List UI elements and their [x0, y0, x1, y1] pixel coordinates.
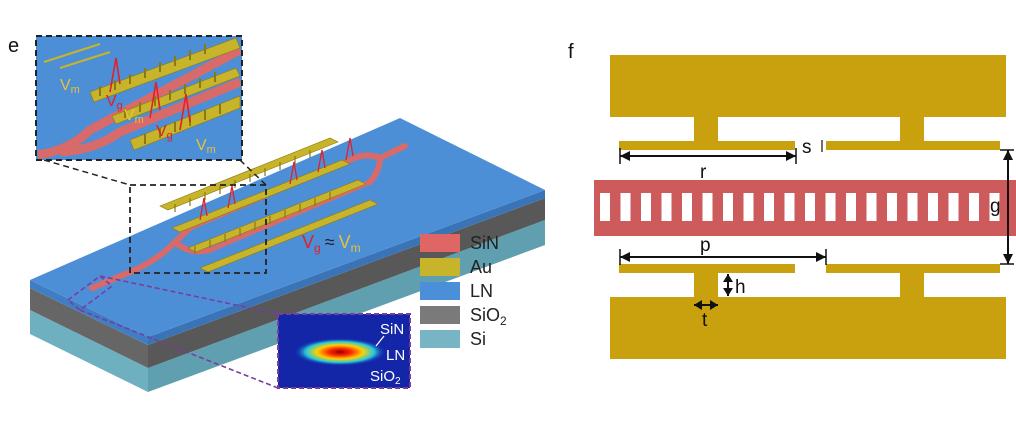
zoom-vg-label-1: Vg	[106, 93, 123, 112]
legend-swatch-ln	[420, 282, 460, 300]
dim-s-label: s	[802, 137, 812, 158]
electrode-teeth	[174, 150, 331, 254]
grating-hole	[989, 193, 1000, 221]
grating-hole	[887, 193, 897, 221]
ln-top-surface	[30, 118, 545, 337]
mode-label-ln: LN	[386, 347, 405, 364]
grating-hole	[907, 193, 918, 221]
grating-hole	[620, 193, 631, 221]
grating-hole	[600, 193, 610, 221]
zoom-waveguide-top	[37, 46, 243, 160]
top-electrode	[610, 55, 1006, 117]
grating-holes	[600, 193, 1000, 221]
legend-label-au: Au	[470, 257, 492, 277]
legend-label-sin: SiN	[470, 233, 499, 253]
ln-layer-front	[30, 280, 148, 345]
dim-p-arrow-right	[816, 252, 826, 262]
zoom-electrodes	[89, 37, 241, 151]
top-t-stem-right	[900, 117, 924, 141]
top-t-bar-left	[619, 141, 795, 150]
dim-r-label: r	[700, 162, 707, 183]
legend-label-ln: LN	[470, 281, 493, 301]
layer-legend: SiN Au LN SiO2 Si	[420, 233, 507, 349]
mode-inset-border	[277, 313, 411, 389]
panel-f: f	[568, 41, 1016, 359]
zoom-vg-label-2: Vg	[156, 123, 173, 142]
si-layer-front	[30, 310, 148, 392]
grating-hole	[641, 193, 651, 221]
grating-hole	[928, 193, 938, 221]
chip-block	[30, 118, 545, 392]
ln-layer-side	[148, 190, 545, 345]
legend-swatch-si	[420, 330, 460, 348]
dim-r-arrow-left	[620, 151, 630, 161]
legend-label-sio2: SiO2	[470, 305, 507, 328]
zoom-connector-right	[239, 159, 267, 186]
dim-p-arrow-left	[620, 252, 630, 262]
legend-label-si: Si	[470, 329, 486, 349]
mode-connector-bottom	[79, 309, 279, 389]
top-t-stem-left	[694, 117, 718, 141]
zoom-signal-traces	[109, 57, 191, 131]
panel-f-letter: f	[568, 41, 574, 63]
mode-label-sio2: SiO2	[370, 368, 401, 387]
sio2-layer-front	[30, 288, 148, 368]
mode-source-box	[66, 274, 114, 312]
bottom-electrode	[610, 297, 1006, 359]
mode-connector-top	[99, 275, 279, 315]
chip-signal-traces	[199, 137, 354, 221]
dim-h-arrow-bottom	[723, 288, 733, 296]
grating-hole	[784, 193, 795, 221]
optical-mode-profile	[294, 338, 386, 366]
grating-hole	[805, 193, 815, 221]
zoom-vm-label-3: Vm	[196, 137, 216, 156]
dim-t-label: t	[702, 310, 708, 331]
legend-swatch-sin	[420, 234, 460, 252]
grating-hole	[846, 193, 856, 221]
dim-g-arrow-bottom	[1003, 254, 1013, 264]
chip-zoom-box	[129, 184, 267, 274]
panel-e: e	[8, 35, 545, 392]
dim-h-arrow-top	[723, 274, 733, 282]
grating-hole	[948, 193, 959, 221]
grating-hole	[723, 193, 733, 221]
zoom-inset-border	[35, 35, 243, 161]
mode-inset: SiN LN SiO2	[277, 313, 411, 389]
zoom-vm-label-2: Vm	[124, 107, 144, 126]
grating-hole	[702, 193, 713, 221]
zoom-feed-lines	[43, 43, 111, 69]
dim-g-label: g	[990, 196, 1001, 217]
bottom-t-stem-left	[694, 273, 718, 297]
grating-hole	[969, 193, 979, 221]
dimension-annotations	[619, 140, 1014, 310]
grating-hole	[764, 193, 774, 221]
mode-label-sin: SiN	[380, 321, 404, 338]
dim-t-arrow-right	[710, 300, 718, 310]
dim-r-arrow-right	[786, 151, 796, 161]
grating-hole	[743, 193, 754, 221]
bottom-t-bar-left	[619, 264, 795, 273]
bottom-t-bar-right	[826, 264, 1000, 273]
legend-swatch-au	[420, 258, 460, 276]
panel-e-letter: e	[8, 35, 19, 57]
dim-p-label: p	[700, 235, 711, 256]
grating-hole	[682, 193, 692, 221]
grating-hole	[825, 193, 836, 221]
dim-h-label: h	[735, 277, 746, 298]
dim-t-arrow-left	[694, 300, 702, 310]
bottom-t-stem-right	[900, 273, 924, 297]
zoom-inset: Vm Vg Vm Vg Vm	[35, 35, 243, 161]
zoom-vm-label-1: Vm	[60, 77, 80, 96]
sin-pointer	[375, 335, 385, 347]
top-t-bar-right	[826, 141, 1000, 150]
zoom-waveguide-bottom	[59, 77, 242, 157]
grating-hole	[661, 193, 672, 221]
legend-swatch-sio2	[420, 306, 460, 324]
velocity-match-relation: Vg≈Vm	[302, 232, 361, 255]
grating-hole	[866, 193, 877, 221]
dim-g-arrow-top	[1003, 150, 1013, 160]
zoom-connector-left	[43, 159, 131, 186]
